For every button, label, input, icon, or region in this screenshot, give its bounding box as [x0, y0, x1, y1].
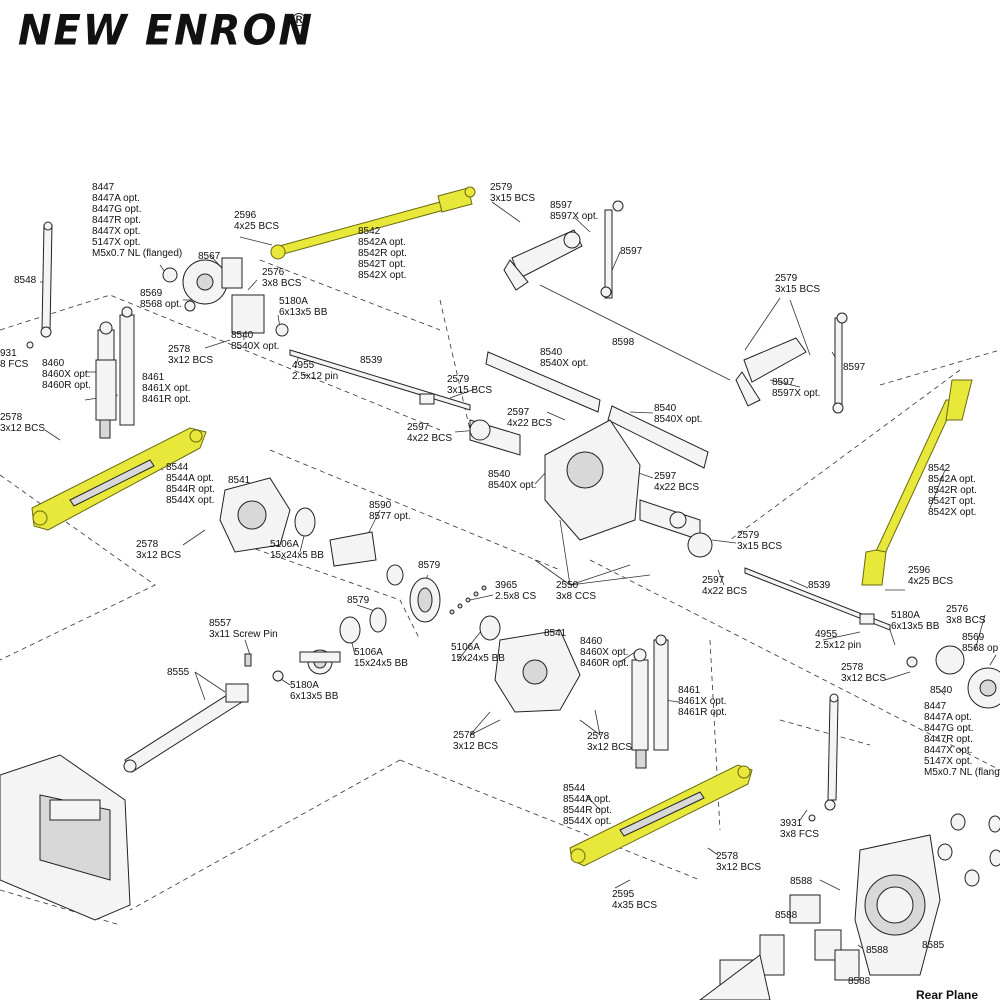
callout-8548-left: 8548	[14, 275, 37, 286]
callout-8539-top: 8539	[360, 355, 383, 366]
callout-2597-b: 2597 4x22 BCS	[407, 422, 453, 444]
callout-8569-right: 8569 8568 op	[962, 632, 999, 654]
callout-2578-f: 2578 3x12 BCS	[716, 851, 762, 873]
callout-5106a-c: 5106A 15x24x5 BB	[451, 642, 505, 664]
callout-2579-top: 2579 3x15 BCS	[490, 182, 536, 204]
callout-8579-b: 8579	[347, 595, 370, 606]
callout-8540-center: 8540 8540X opt.	[488, 469, 537, 491]
callout-8569-top: 8569 8568 opt.	[140, 288, 182, 310]
callout-8447-top: 8447 8447A opt. 8447G opt. 8447R opt. 84…	[92, 182, 183, 259]
callout-8544-left: 8544 8544A opt. 8544R opt. 8544X opt.	[166, 462, 215, 506]
callout-8555: 8555	[167, 667, 190, 678]
callout-8461-right: 8461 8461X opt. 8461R opt.	[678, 685, 727, 718]
callout-8460-left: 8460 8460X opt. 8460R opt.	[42, 358, 91, 391]
callout-3965: 3965 2.5x8 CS	[495, 580, 537, 602]
callout-8461-left: 8461 8461X opt. 8461R opt.	[142, 372, 191, 405]
callout-8579-a: 8579	[418, 560, 441, 571]
callout-8588-d: 8588	[848, 976, 871, 987]
callout-3931-right: 3931 3x8 FCS	[780, 818, 819, 840]
callout-3931-left: 931 8 FCS	[0, 348, 29, 370]
callout-2576-top: 2576 3x8 BCS	[262, 267, 302, 289]
callout-2578-e: 2578 3x12 BCS	[587, 731, 633, 753]
callout-8557: 8557 3x11 Screw Pin	[209, 618, 278, 640]
callout-2578-c: 2578 3x12 BCS	[841, 662, 887, 684]
callout-5106a-a: 5106A 15x24x5 BB	[270, 539, 324, 561]
callout-8597-b: 8597	[620, 246, 643, 257]
callout-2578-left: 2578 3x12 BCS	[0, 412, 46, 434]
callout-2578-b: 2578 3x12 BCS	[136, 539, 182, 561]
callout-8585: 8585	[922, 940, 945, 951]
callout-8539-right: 8539	[808, 580, 831, 591]
callout-8540-mid: 8540 8540X opt.	[540, 347, 589, 369]
callout-2550: 2550 3x8 CCS	[556, 580, 597, 602]
callout-2576-right: 2576 3x8 BCS	[946, 604, 986, 626]
callout-5106a-b: 5106A 15x24x5 BB	[354, 647, 408, 669]
footer-section-title: Rear Plane	[916, 988, 979, 1002]
callout-8540-top-small: 8540 8540X opt.	[231, 330, 280, 352]
callout-2597-d: 2597 4x22 BCS	[702, 575, 748, 597]
callout-8544-right: 8544 8544A opt. 8544R opt. 8544X opt.	[563, 783, 612, 827]
callout-8567: 8567	[198, 251, 221, 262]
callout-2578-d: 2578 3x12 BCS	[453, 730, 499, 752]
callout-8447-right: 8447 8447A opt. 8447G opt. 8447R opt. 84…	[924, 701, 1000, 778]
callout-8460-right: 8460 8460X opt. 8460R opt.	[580, 636, 629, 669]
callout-2579-right: 2579 3x15 BCS	[775, 273, 821, 295]
callout-8597-a: 8597 8597X opt.	[550, 200, 599, 222]
callout-8590: 8590 8577 opt.	[369, 500, 411, 522]
callout-8588-a: 8588	[790, 876, 813, 887]
callout-8598: 8598	[612, 337, 635, 348]
drawn-parts	[0, 200, 1000, 1000]
callout-8542-top: 8542 8542A opt. 8542R opt. 8542T opt. 85…	[358, 226, 407, 281]
callout-4955-right: 4955 2.5x12 pin	[815, 629, 862, 651]
callout-8588-b: 8588	[775, 910, 798, 921]
callout-8597-c: 8597	[843, 362, 866, 373]
callout-8597-d: 8597 8597X opt.	[772, 377, 821, 399]
callout-8540-low: 8540	[930, 685, 953, 696]
callout-2596-top: 2596 4x25 BCS	[234, 210, 280, 232]
callout-2597-a: 2597 4x22 BCS	[507, 407, 553, 429]
callout-5180a-right: 5180A 6x13x5 BB	[891, 610, 940, 632]
brand-logo: NEW ENRON	[18, 6, 314, 56]
callout-8541-left: 8541	[228, 475, 251, 486]
callout-8542-right: 8542 8542A opt. 8542R opt. 8542T opt. 85…	[928, 463, 977, 518]
callout-2595: 2595 4x35 BCS	[612, 889, 658, 911]
callout-2579-low: 2579 3x15 BCS	[737, 530, 783, 552]
callout-8588-c: 8588	[866, 945, 889, 956]
callout-2597-c: 2597 4x22 BCS	[654, 471, 700, 493]
registered-mark: ®	[290, 10, 308, 31]
callout-8540-right: 8540 8540X opt.	[654, 403, 703, 425]
callout-2579-mid: 2579 3x15 BCS	[447, 374, 493, 396]
callout-4955-top: 4955 2.5x12 pin	[292, 360, 339, 382]
callout-5180a-low: 5180A 6x13x5 BB	[290, 680, 339, 702]
callout-2578-a: 2578 3x12 BCS	[168, 344, 214, 366]
callout-2596-right: 2596 4x25 BCS	[908, 565, 954, 587]
callout-5180a-top: 5180A 6x13x5 BB	[279, 296, 328, 318]
callout-8541-right: 8541	[544, 628, 567, 639]
highlighted-parts	[31, 186, 973, 867]
